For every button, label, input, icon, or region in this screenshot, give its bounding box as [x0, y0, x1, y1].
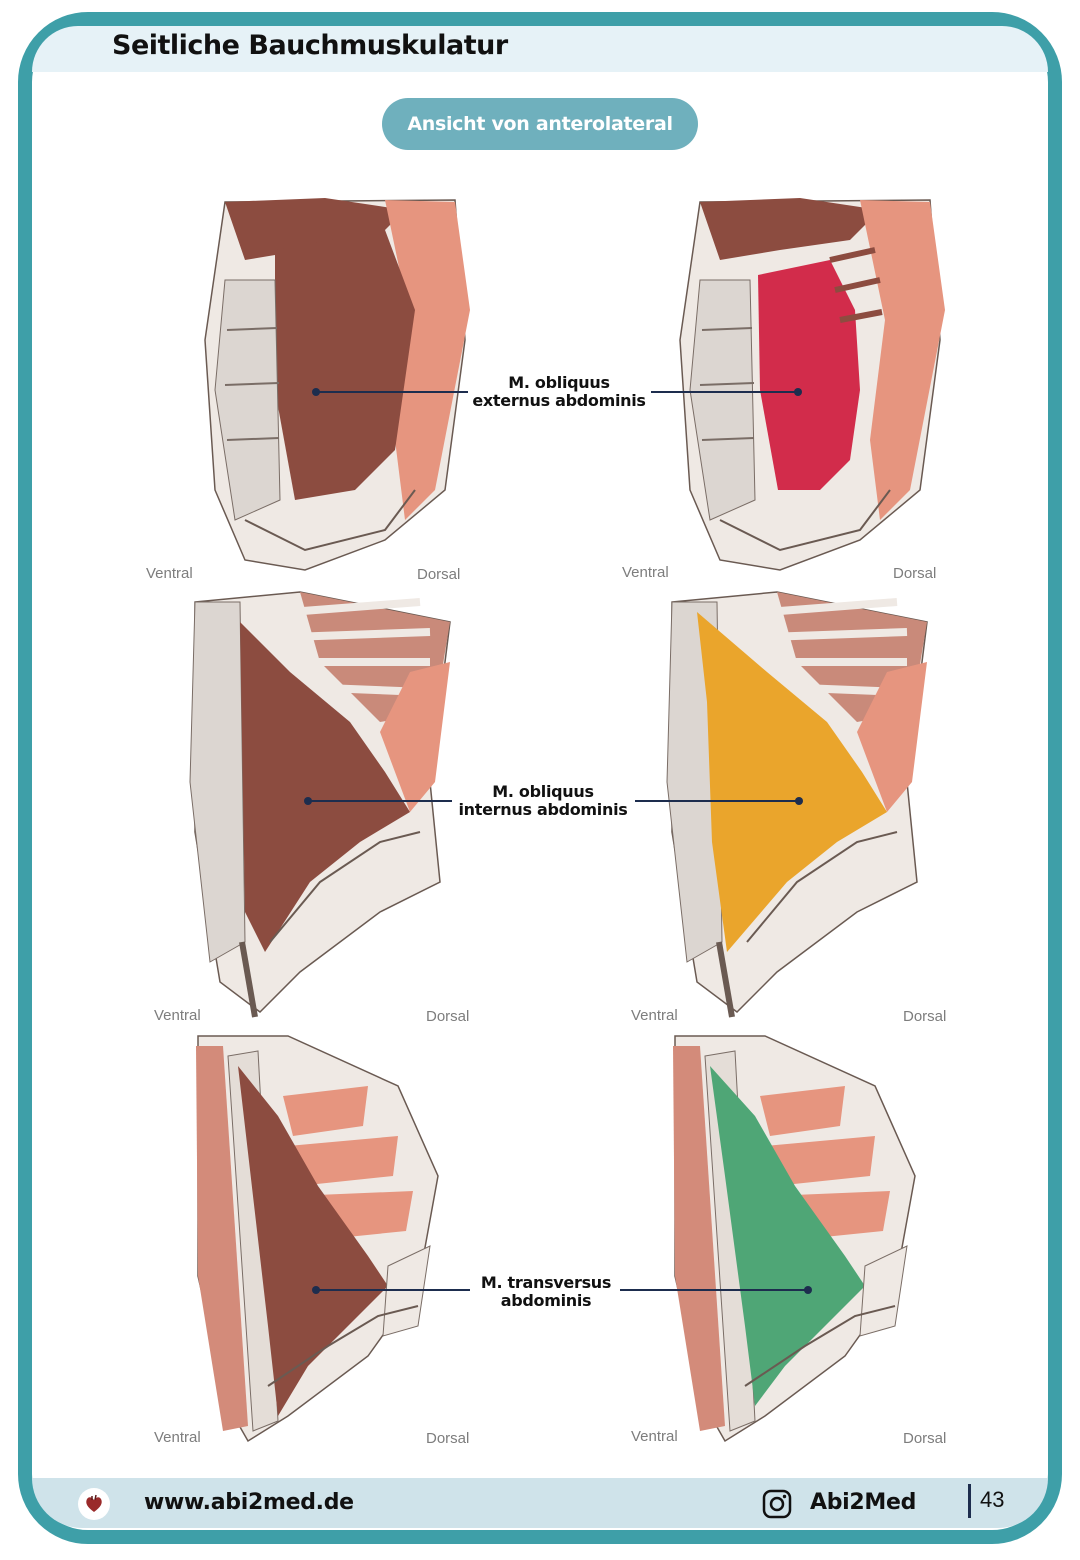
leader-line [308, 800, 452, 802]
anatomy-illustration-transversus-highlighted [645, 1026, 935, 1446]
anatomy-illustration-externus-original [185, 190, 475, 580]
leader-line [316, 391, 468, 393]
leader-dot [795, 797, 803, 805]
leader-line [620, 1289, 808, 1291]
ventral-label: Ventral [146, 565, 193, 582]
anatomy-illustration-externus-highlighted [660, 190, 950, 580]
ventral-label: Ventral [154, 1429, 201, 1446]
view-badge: Ansicht von anterolateral [382, 98, 698, 150]
heart-logo-icon [78, 1488, 110, 1520]
instagram-icon[interactable] [762, 1489, 792, 1524]
muscle-label-externus: M. obliquus externus abdominis [472, 373, 646, 410]
footer-band [32, 1478, 1048, 1528]
ventral-label: Ventral [631, 1007, 678, 1024]
page-title: Seitliche Bauchmuskulatur [112, 30, 508, 61]
dorsal-label: Dorsal [417, 566, 461, 583]
muscle-label-transversus: M. transversus abdominis [480, 1273, 612, 1310]
muscle-highlight [697, 612, 887, 952]
muscle-label-internus: M. obliquus internus abdominis [458, 782, 628, 819]
anatomy-illustration-transversus-original [168, 1026, 458, 1446]
page-number-divider [968, 1484, 971, 1518]
ventral-label: Ventral [622, 564, 669, 581]
leader-line [651, 391, 798, 393]
anatomy-illustration-internus-original [180, 582, 470, 1022]
leader-line [316, 1289, 470, 1291]
ventral-label: Ventral [154, 1007, 201, 1024]
leader-dot [804, 1286, 812, 1294]
dorsal-label: Dorsal [903, 1008, 947, 1025]
dorsal-label: Dorsal [426, 1430, 470, 1447]
dorsal-label: Dorsal [426, 1008, 470, 1025]
ventral-label: Ventral [631, 1428, 678, 1445]
leader-dot [794, 388, 802, 396]
website-link[interactable]: www.abi2med.de [144, 1490, 354, 1515]
leader-line [635, 800, 799, 802]
muscle-highlight [758, 260, 860, 490]
page-number: 43 [980, 1487, 1005, 1512]
dorsal-label: Dorsal [903, 1430, 947, 1447]
muscle-highlight [710, 1066, 865, 1406]
header-band [32, 26, 1048, 72]
dorsal-label: Dorsal [893, 565, 937, 582]
instagram-handle[interactable]: Abi2Med [810, 1490, 917, 1515]
